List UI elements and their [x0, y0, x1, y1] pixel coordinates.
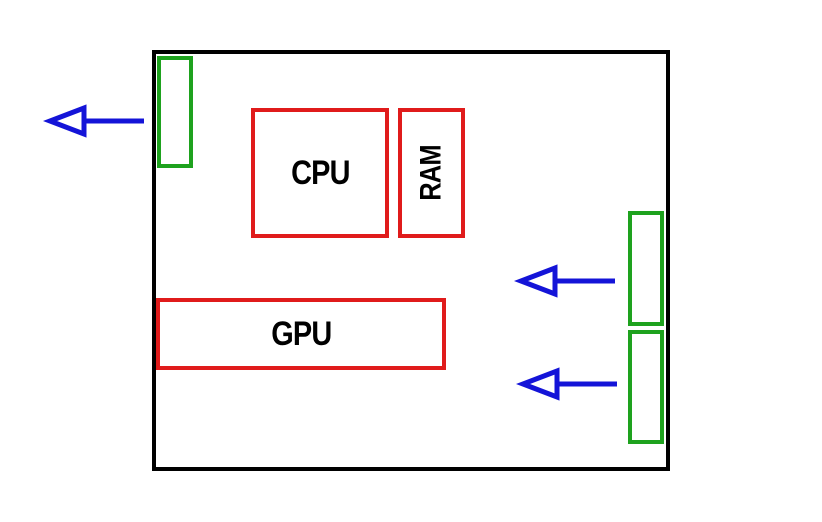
intake-arrow-top-icon [513, 264, 615, 298]
front-intake-fan-top [628, 211, 664, 326]
gpu-block: GPU [156, 298, 446, 370]
gpu-label: GPU [270, 314, 332, 353]
intake-arrow-bottom-icon [515, 367, 617, 401]
pc-case-outline [152, 50, 670, 471]
cpu-label: CPU [290, 153, 350, 192]
ram-block: RAM [398, 108, 465, 238]
exhaust-arrow-icon [42, 104, 144, 138]
rear-exhaust-fan [157, 56, 193, 168]
cpu-block: CPU [251, 108, 389, 238]
front-intake-fan-bottom [628, 330, 664, 444]
